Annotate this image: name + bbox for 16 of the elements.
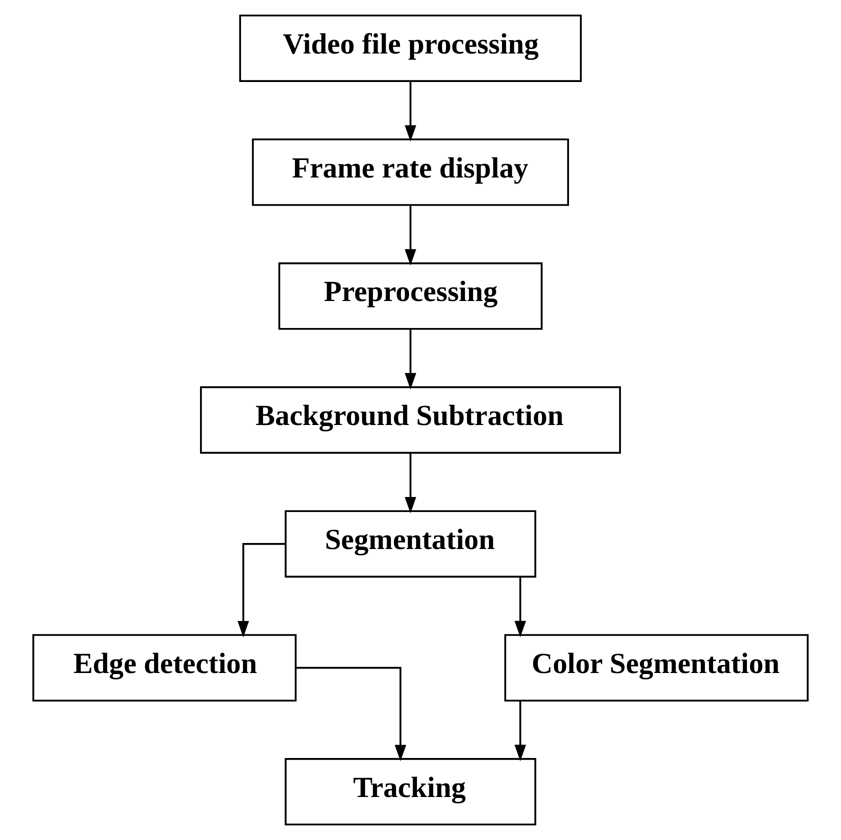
arrow	[404, 329, 416, 390]
arrow	[404, 81, 416, 142]
arrow	[296, 666, 406, 762]
node-box: Frame rate display	[252, 138, 569, 206]
arrow	[404, 453, 416, 514]
node-box: Color Segmentation	[504, 634, 809, 702]
node-box: Edge detection	[32, 634, 297, 702]
arrow	[238, 543, 286, 638]
node-box: Video file processing	[239, 14, 582, 82]
arrow	[514, 701, 526, 762]
arrow	[514, 577, 526, 638]
node-box: Background Subtraction	[200, 386, 621, 454]
node-box: Tracking	[284, 758, 536, 826]
arrow	[404, 205, 416, 266]
node-box: Preprocessing	[278, 262, 543, 330]
node-box: Segmentation	[284, 510, 536, 578]
